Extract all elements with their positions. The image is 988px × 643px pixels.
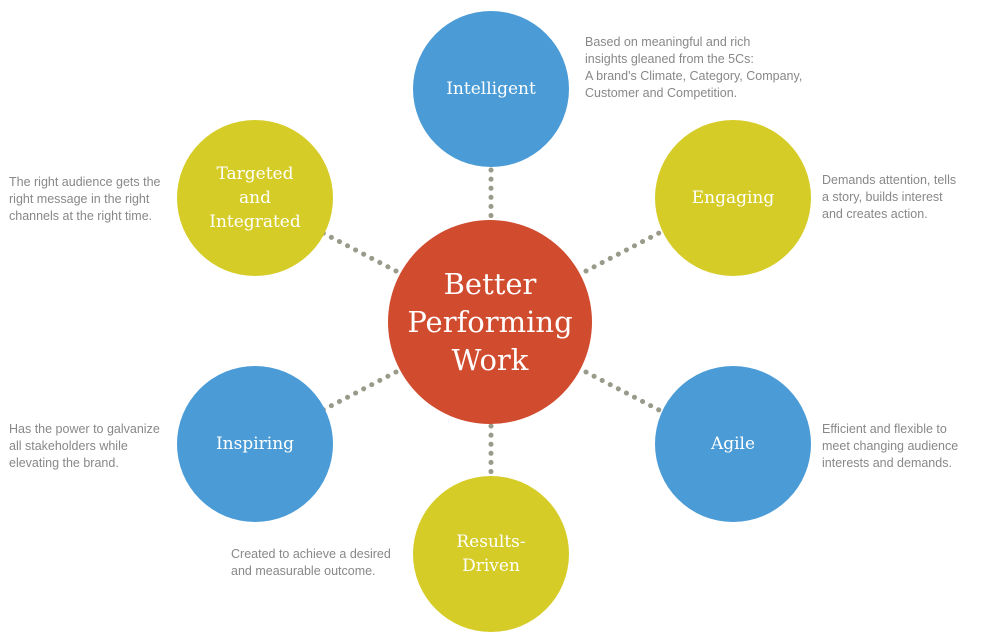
desc-line: Has the power to galvanize [9, 422, 160, 436]
desc-line: right message in the right [9, 192, 150, 206]
connector-engaging [583, 230, 662, 274]
desc-line: The right audience gets the [9, 175, 161, 189]
desc-intelligent: Based on meaningful and rich insights gl… [585, 34, 802, 102]
connector-inspiring [320, 369, 399, 413]
center-label-line: Work [451, 343, 529, 377]
node-intelligent: Intelligent [413, 11, 569, 167]
desc-line: channels at the right time. [9, 209, 153, 223]
node-label: and [239, 188, 271, 208]
desc-results-driven: Created to achieve a desired and measura… [231, 546, 391, 580]
desc-inspiring: Has the power to galvanize all stakehold… [9, 421, 160, 472]
desc-line: A brand's Climate, Category, Company, [585, 69, 803, 83]
center-label-line: Performing [407, 305, 573, 339]
desc-line: and measurable outcome. [231, 564, 376, 578]
connector-agile [583, 369, 662, 413]
node-label: Intelligent [446, 79, 536, 99]
node-agile: Agile [655, 366, 811, 522]
node-inspiring: Inspiring [177, 366, 333, 522]
desc-line: Created to achieve a desired [231, 547, 391, 561]
desc-line: Demands attention, tells [822, 173, 957, 187]
desc-line: Based on meaningful and rich [585, 35, 751, 49]
node-label: Engaging [691, 188, 775, 208]
center-node-better-performing-work: Better Performing Work [388, 220, 592, 424]
node-label: Driven [462, 556, 520, 576]
desc-line: elevating the brand. [9, 456, 119, 470]
desc-line: interests and demands. [822, 456, 952, 470]
desc-line: Efficient and flexible to [822, 422, 947, 436]
desc-line: all stakeholders while [9, 439, 128, 453]
desc-line: meet changing audience [822, 439, 959, 453]
node-engaging: Engaging [655, 120, 811, 276]
desc-line: insights gleaned from the 5Cs: [585, 52, 754, 66]
desc-line: a story, builds interest [822, 190, 943, 204]
node-label: Integrated [209, 212, 301, 232]
desc-targeted-integrated: The right audience gets the right messag… [9, 174, 161, 225]
node-label: Targeted [216, 164, 294, 184]
desc-engaging: Demands attention, tells a story, builds… [822, 172, 956, 223]
desc-line: Customer and Competition. [585, 86, 738, 100]
node-label: Agile [710, 434, 756, 454]
node-results-driven: Results- Driven [413, 476, 569, 632]
node-label: Inspiring [215, 434, 295, 454]
desc-line: and creates action. [822, 207, 928, 221]
node-targeted-integrated: Targeted and Integrated [177, 120, 333, 276]
desc-agile: Efficient and flexible to meet changing … [822, 421, 958, 472]
center-label-line: Better [443, 267, 537, 301]
connector-targeted-integrated [320, 230, 399, 274]
node-label: Results- [456, 532, 526, 552]
